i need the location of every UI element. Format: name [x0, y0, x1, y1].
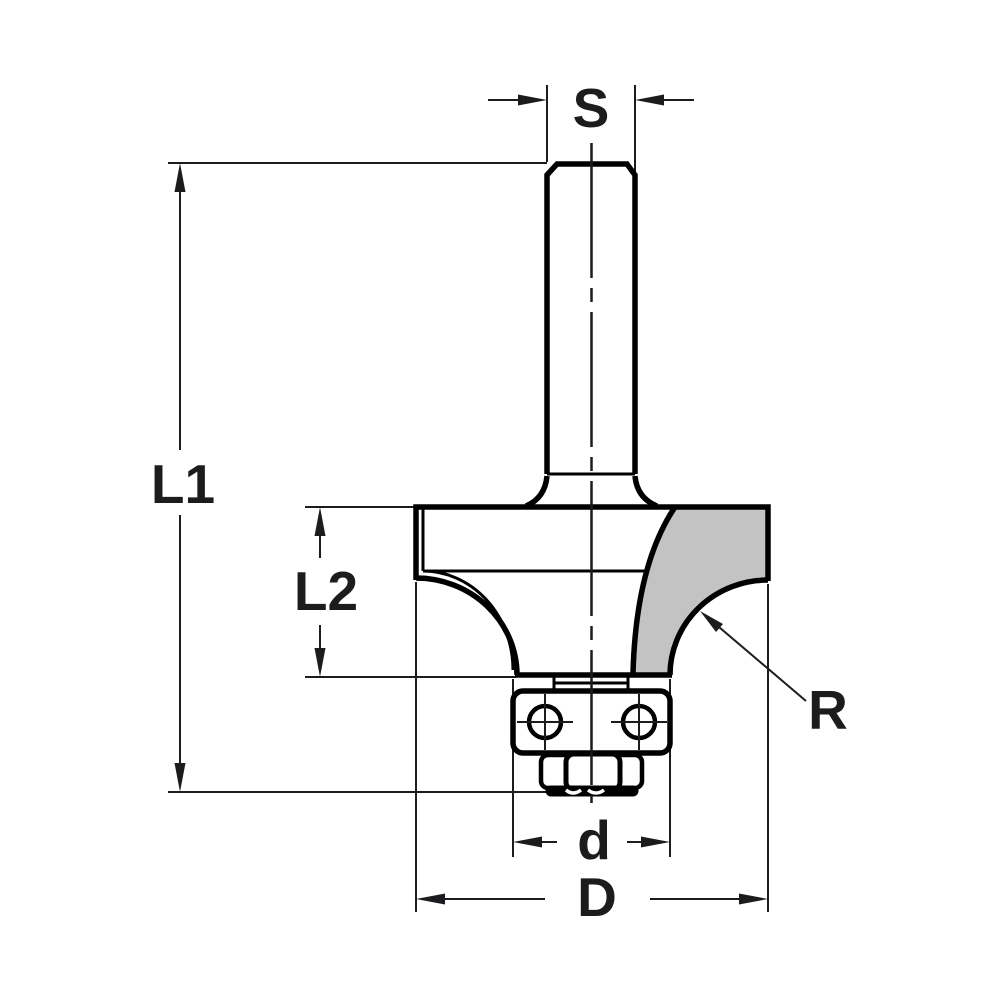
bearing-screw-left: [517, 694, 573, 750]
l2-arrow-up-icon: [314, 507, 326, 536]
dimension-l1: L1: [151, 162, 550, 793]
label-radius: R: [808, 679, 848, 741]
carbide-tip-fill: [633, 507, 768, 675]
label-bearing-diameter: d: [577, 809, 611, 871]
lock-nut: [538, 751, 645, 797]
relief-edge-inner-arc: [422, 569, 515, 671]
nut-facet-middle: [563, 751, 623, 793]
label-cutting-diameter: D: [577, 866, 617, 928]
label-overall-length: L1: [151, 453, 215, 515]
roundover-edge-left: [415, 575, 520, 676]
bearing-screw-right: [611, 694, 667, 750]
nut-chamfer-arc-left-icon: [564, 788, 583, 795]
nut-chamfer-arc-right-icon: [586, 788, 606, 795]
D-arrow-left-icon: [416, 893, 445, 905]
flute-face-curve: [630, 505, 678, 674]
dimension-l2: L2: [294, 506, 516, 678]
r-leader-line: [705, 615, 807, 702]
d-arrow-left-icon: [513, 836, 542, 848]
label-shank-diameter: S: [573, 77, 610, 139]
l2-arrow-down-icon: [314, 648, 326, 677]
l1-arrow-up-icon: [174, 163, 186, 192]
d-arrow-right-icon: [641, 836, 670, 848]
roundover-edge-right: [667, 577, 769, 676]
dimension-s: S: [488, 77, 694, 174]
shank-fillet-left: [524, 475, 550, 509]
s-arrow-left-icon: [518, 94, 547, 106]
radius-callout: R: [700, 611, 848, 741]
l1-arrow-down-icon: [174, 763, 186, 792]
r-leader-arrow-icon: [700, 611, 723, 632]
D-arrow-right-icon: [739, 893, 768, 905]
label-cutting-length: L2: [294, 560, 358, 622]
dimension-d-cutter: D: [415, 582, 769, 928]
s-arrow-right-icon: [635, 94, 664, 106]
shank-fillet-right: [632, 475, 659, 509]
